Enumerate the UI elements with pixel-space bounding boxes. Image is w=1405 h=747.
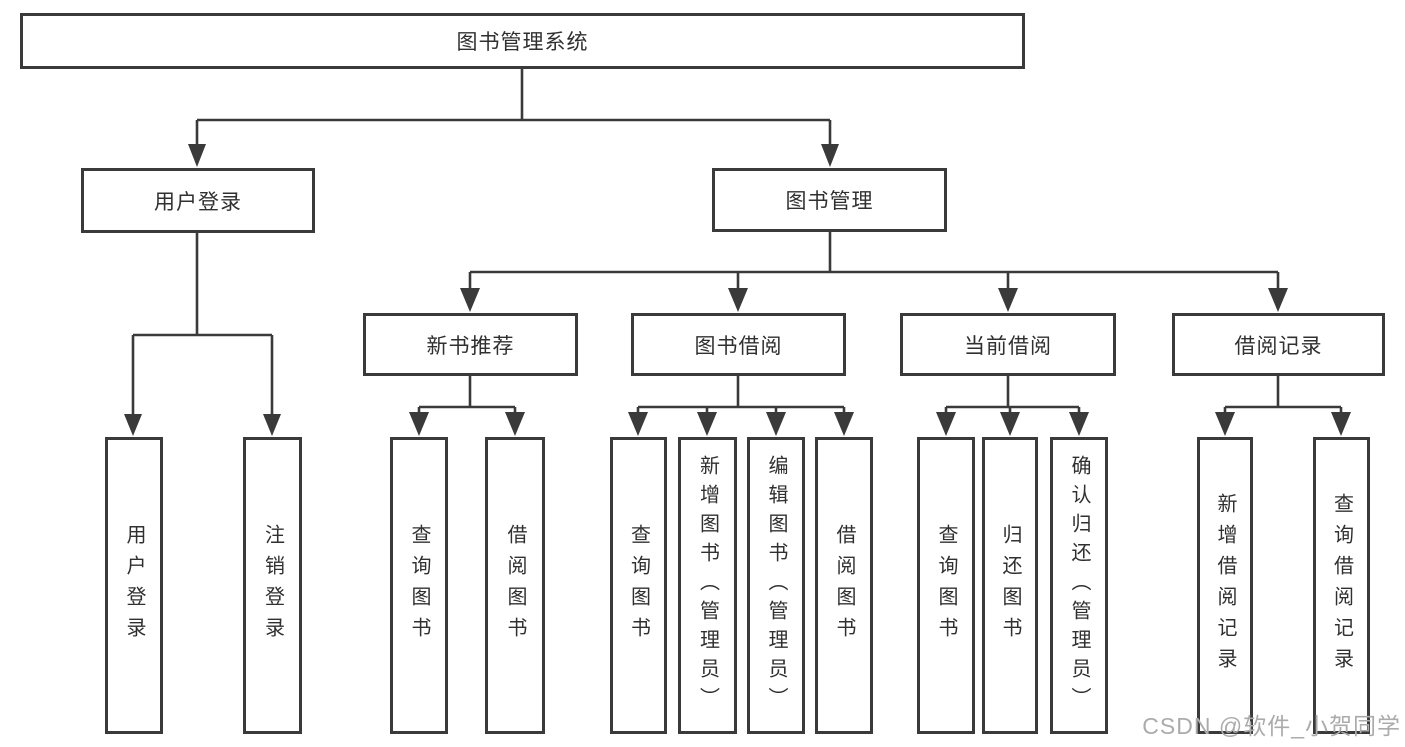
node-query-books-current: 查询图书 — [917, 437, 975, 734]
node-label: 新增借阅记录 — [1214, 492, 1236, 679]
node-new-book-recommendation: 新书推荐 — [363, 313, 578, 376]
node-borrow-books-recommend: 借阅图书 — [485, 437, 545, 734]
node-label: 新增图书（管理员） — [696, 455, 719, 716]
node-label: 用户登录 — [154, 190, 242, 214]
node-label: 查询图书 — [408, 523, 430, 648]
node-label: 用户登录 — [123, 523, 145, 648]
node-user-login-function: 用户登录 — [105, 437, 163, 734]
node-label: 查询图书 — [935, 523, 957, 648]
arrowheads — [124, 144, 1351, 436]
node-library-management-system: 图书管理系统 — [20, 13, 1025, 69]
node-label: 编辑图书（管理员） — [765, 455, 787, 716]
node-logout: 注销登录 — [243, 437, 302, 734]
node-user-login: 用户登录 — [81, 168, 315, 233]
node-label: 确认归还（管理员） — [1068, 455, 1090, 716]
node-borrowing-records: 借阅记录 — [1172, 313, 1385, 376]
node-add-borrow-record: 新增借阅记录 — [1197, 437, 1253, 734]
node-label: 查询图书 — [627, 523, 650, 648]
node-label: 图书管理系统 — [456, 31, 589, 54]
node-confirm-return-admin: 确认归还（管理员） — [1050, 437, 1108, 734]
node-label: 借阅图书 — [504, 523, 526, 648]
node-label: 注销登录 — [261, 523, 284, 648]
node-book-borrowing: 图书借阅 — [631, 313, 846, 376]
node-borrow-books: 借阅图书 — [815, 437, 873, 734]
node-label: 图书借阅 — [694, 334, 783, 358]
node-query-books-recommend: 查询图书 — [390, 437, 448, 734]
node-label: 图书管理 — [785, 190, 874, 213]
node-return-book: 归还图书 — [982, 437, 1038, 734]
node-edit-book-admin: 编辑图书（管理员） — [747, 437, 805, 734]
node-label: 归还图书 — [999, 523, 1021, 648]
node-query-borrow-record: 查询借阅记录 — [1313, 437, 1370, 734]
node-current-borrowing: 当前借阅 — [900, 313, 1116, 376]
node-add-book-admin: 新增图书（管理员） — [678, 437, 737, 734]
csdn-watermark: CSDN @软件_小贺同学 — [1142, 713, 1401, 739]
node-query-books-borrowing: 查询图书 — [610, 437, 667, 734]
node-label: 查询借阅记录 — [1330, 492, 1353, 679]
node-label: 新书推荐 — [426, 334, 515, 358]
node-book-management: 图书管理 — [712, 168, 947, 232]
node-label: 借阅图书 — [833, 523, 855, 648]
node-label: 借阅记录 — [1234, 334, 1323, 358]
node-label: 当前借阅 — [964, 334, 1052, 358]
